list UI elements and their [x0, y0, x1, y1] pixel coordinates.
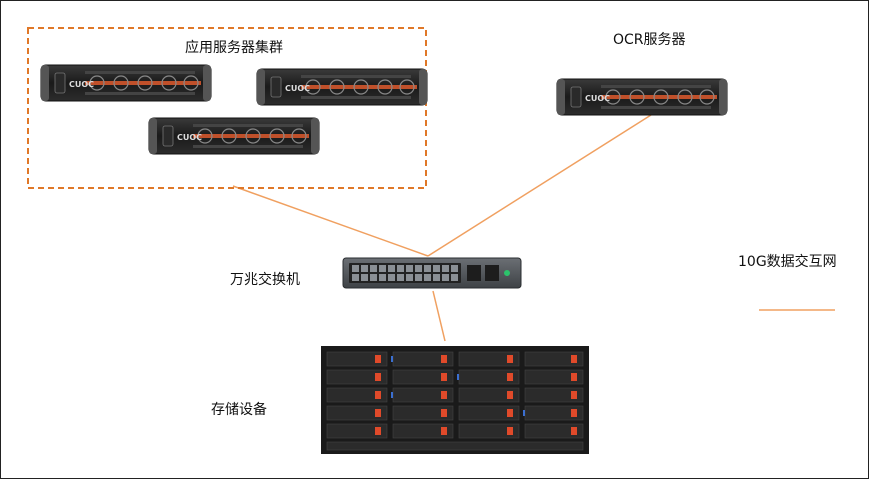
app-server-1: CUOC	[40, 64, 212, 102]
server-badge: CUOC	[585, 94, 610, 103]
legend-network-label: 10G数据交互网	[738, 254, 837, 270]
switch-label: 万兆交换机	[230, 272, 300, 288]
app-cluster-label: 应用服务器集群	[185, 40, 283, 56]
server-badge: CUOC	[69, 80, 94, 89]
link-cluster-to-switch	[232, 185, 429, 257]
storage-device	[321, 346, 589, 454]
ocr-server-label: OCR服务器	[613, 32, 686, 48]
link-ocr-to-switch	[427, 114, 652, 257]
server-badge: CUOC	[177, 133, 202, 142]
switch-device	[342, 257, 522, 289]
app-server-3: CUOC	[148, 117, 320, 155]
app-server-2: CUOC	[256, 68, 428, 106]
link-switch-to-storage	[432, 290, 446, 342]
ocr-server: CUOC	[556, 78, 728, 116]
storage-label: 存储设备	[211, 402, 267, 418]
app-cluster-box	[27, 27, 427, 189]
server-badge: CUOC	[285, 84, 310, 93]
